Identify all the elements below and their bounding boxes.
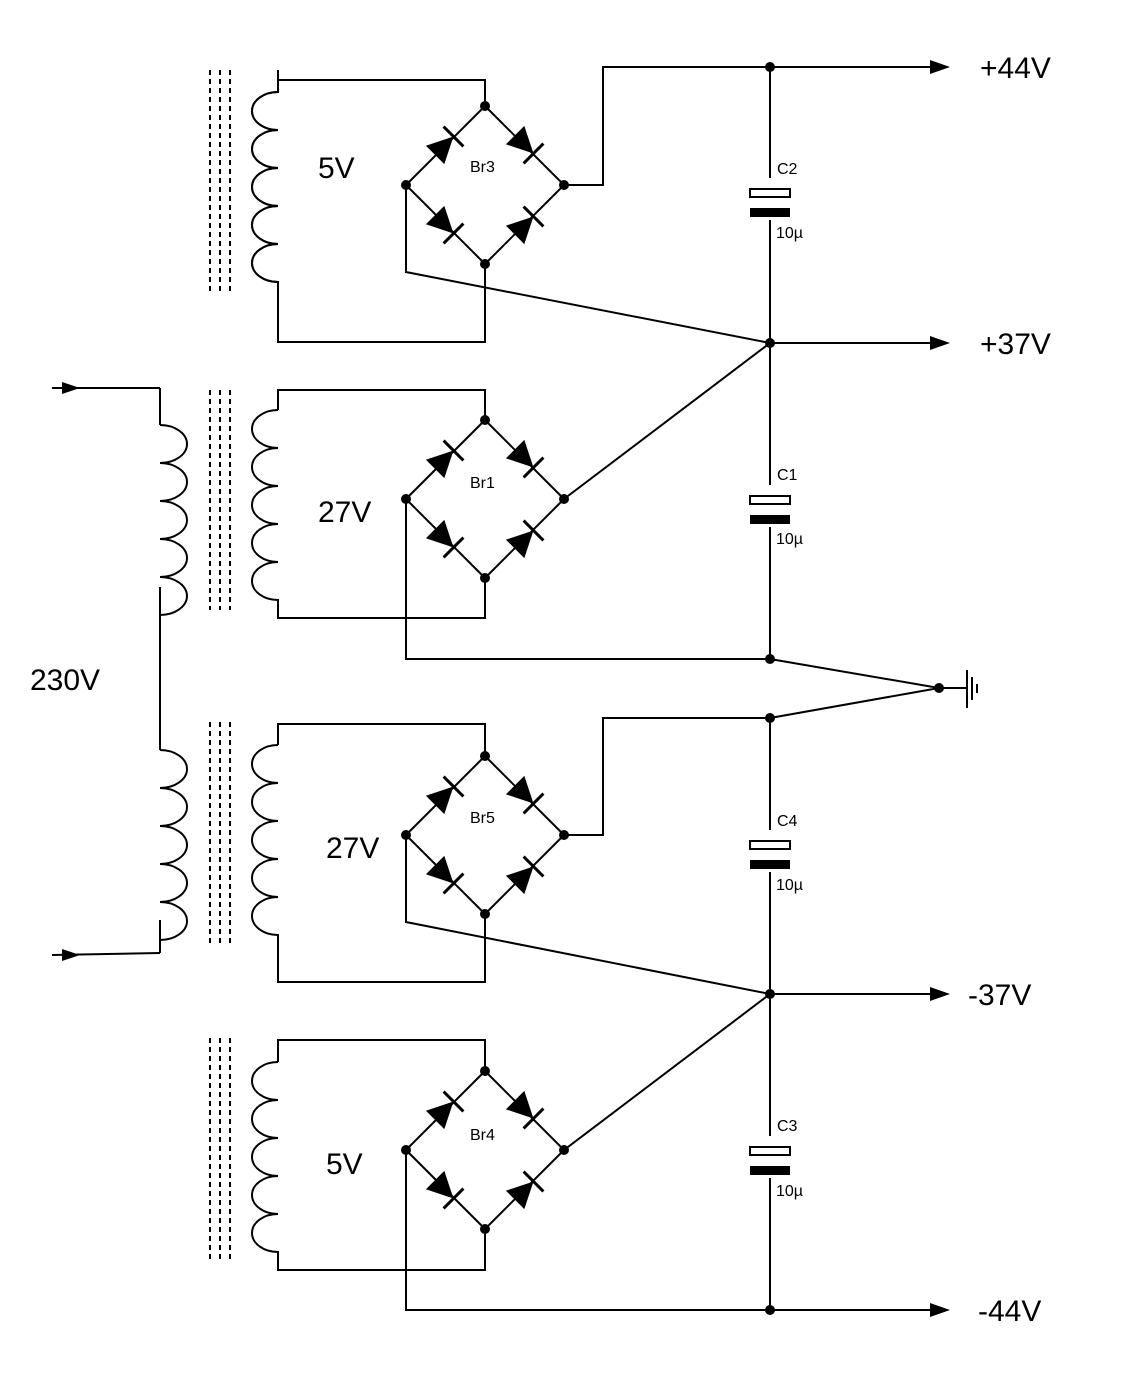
output-arrow: [930, 60, 950, 74]
capacitor-c2: C2 10µ: [749, 161, 803, 242]
capacitor-name: C1: [777, 467, 798, 484]
secondary-winding-5v-bottom: 5V: [251, 1039, 486, 1271]
capacitor-name: C4: [777, 813, 798, 830]
bridge-label: Br5: [470, 810, 495, 827]
bridge-rectifier-br1: Br1: [399, 413, 571, 585]
output-label: -44V: [978, 1295, 1041, 1328]
output-label: +37V: [980, 328, 1051, 361]
secondary-voltage-label: 5V: [318, 152, 355, 185]
mains-voltage-label: 230V: [30, 664, 100, 697]
secondary-winding-27v-upper: 27V: [251, 389, 486, 619]
output-minus-44v: -44V: [770, 1295, 1041, 1328]
output-plus-44v: +44V: [770, 52, 1051, 85]
bridge-rectifier-br5: Br5: [399, 749, 571, 921]
secondary-voltage-label: 27V: [326, 832, 379, 865]
output-minus-37v: -37V: [770, 979, 1031, 1012]
interconnect-wires: [405, 66, 967, 1311]
capacitor-c3: C3 10µ: [749, 1118, 803, 1200]
output-label: +44V: [980, 52, 1051, 85]
ground-icon: [966, 670, 978, 708]
capacitor-value: 10µ: [776, 225, 803, 242]
output-arrow: [930, 336, 950, 350]
bridge-rectifier-br3: Br3: [399, 99, 571, 271]
secondary-winding-5v-top: 5V: [251, 70, 486, 343]
bridge-label: Br1: [470, 475, 495, 492]
secondary-voltage-label: 5V: [326, 1148, 363, 1181]
bridge-label: Br4: [470, 1127, 495, 1144]
output-label: -37V: [968, 979, 1031, 1012]
capacitor-c4: C4 10µ: [749, 813, 803, 894]
output-arrow: [930, 1303, 950, 1317]
secondary-voltage-label: 27V: [318, 496, 371, 529]
capacitor-value: 10µ: [776, 531, 803, 548]
input-arrow-top: [62, 382, 80, 394]
input-arrow-bottom: [62, 949, 80, 961]
capacitor-name: C2: [777, 161, 798, 178]
output-plus-37v: +37V: [770, 328, 1051, 361]
bridge-rectifier-br4: Br4: [399, 1064, 571, 1236]
capacitor-value: 10µ: [776, 877, 803, 894]
capacitor-name: C3: [777, 1118, 798, 1135]
secondary-winding-27v-lower: 27V: [251, 723, 486, 983]
transformer-cores: [209, 70, 231, 1262]
bridge-label: Br3: [470, 159, 495, 176]
capacitor-value: 10µ: [776, 1183, 803, 1200]
capacitor-c1: C1 10µ: [749, 467, 803, 548]
primary-winding: 230V: [30, 382, 188, 961]
output-arrow: [930, 987, 950, 1001]
